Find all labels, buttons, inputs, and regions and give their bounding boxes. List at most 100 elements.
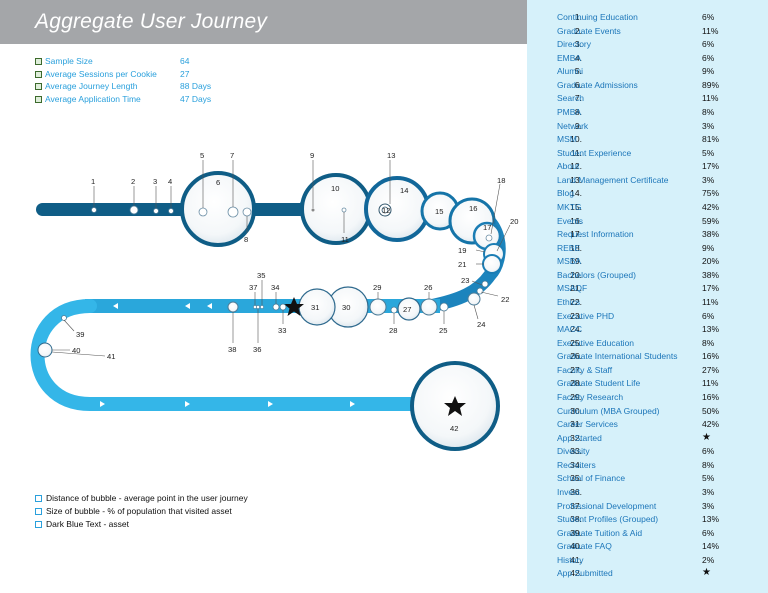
bubble-label: 35 [257,271,265,280]
bubble-label: 34 [271,283,279,292]
asset-name: Diversity [557,446,590,457]
bubble-label: 29 [373,283,381,292]
header-bar: Aggregate User Journey [0,0,527,44]
bubble-label: 4 [168,177,172,186]
asset-percent: 27% [702,364,720,375]
bubble-40 [37,342,53,358]
asset-name: Invest [557,486,580,497]
bubble-label: 28 [389,326,397,335]
asset-percent: 38% [702,229,720,240]
asset-name: Career Services [557,419,618,430]
asset-number: 6. [574,79,582,90]
arrow-right-icon [100,401,105,407]
asset-name: REBE [557,242,581,253]
asset-number: 29. [570,391,582,402]
asset-number: 31. [570,419,582,430]
asset-percent: 8% [702,459,715,470]
asset-percent: 8% [702,337,715,348]
bubble-39 [61,315,67,321]
asset-row: 38.Student Profiles (Grouped)13% [527,514,768,527]
bubble-label: 9 [310,151,314,160]
asset-name: School of Finance [557,473,626,484]
asset-name: Graduate Events [557,25,621,36]
asset-percent: 75% [702,188,720,199]
square-bullet-icon [35,495,42,502]
asset-row: 42.App Submitted★ [527,568,768,581]
asset-number: 41. [570,554,582,565]
bubble-42 [410,361,500,451]
square-bullet-icon [35,58,42,65]
asset-percent: 6% [702,527,715,538]
bubble-label: 12 [382,206,390,215]
asset-percent: 3% [702,500,715,511]
asset-number: 14. [570,188,582,199]
asset-row: 5.Alumni 9% [527,66,768,79]
asset-percent: 2% [702,554,715,565]
bubble-small-1-4 [91,205,174,215]
bubble-label: 8 [244,235,248,244]
asset-percent: 3% [702,174,715,185]
star-icon [444,396,466,416]
asset-percent: 16% [702,391,720,402]
asset-number: 5. [574,66,582,77]
bubble-6 [180,171,256,247]
asset-percent: 13% [702,514,720,525]
asset-percent: 81% [702,134,720,145]
bubble-label: 11 [341,235,349,244]
bubble-label: 7 [230,151,234,160]
asset-name: Graduate Student Life [557,378,641,389]
asset-number: 26. [570,351,582,362]
asset-row: 23.Executive PHD 6% [527,311,768,324]
asset-name: Request Information [557,229,634,240]
bubble-label: 33 [278,326,286,335]
asset-number: 40. [570,541,582,552]
asset-percent: 6% [702,310,715,321]
asset-name: Student Experience [557,147,632,158]
asset-name: Alumni [557,66,583,77]
stat-value: 27 [180,68,190,79]
asset-name: Graduate International Students [557,351,678,362]
asset-percent: 50% [702,405,720,416]
bubble-label: 2 [131,177,135,186]
bubble-label: 30 [342,303,350,312]
asset-name: Network [557,120,589,131]
asset-number: 19. [570,256,582,267]
asset-name: EMBA [557,52,582,63]
page-title: Aggregate User Journey [35,10,268,33]
bubble-label: 38 [228,345,236,354]
bubble-label: 27 [403,305,411,314]
asset-percent: 9% [702,66,715,77]
asset-number: 20. [570,269,582,280]
arrow-left-icon [185,303,190,309]
asset-percent: 9% [702,242,715,253]
asset-number: 33. [570,446,582,457]
asset-name: Graduate Tuition & Aid [557,527,643,538]
bubble-28 [390,306,398,314]
asset-percent: 6% [702,446,715,457]
asset-percent: 38% [702,269,720,280]
arrow-left-icon [113,303,118,309]
asset-percent: 3% [702,486,715,497]
asset-number: 23. [570,310,582,321]
stat-value: 47 Days [180,93,212,104]
bubble-label: 25 [439,326,447,335]
asset-name: Executive PHD [557,310,615,321]
asset-number: 25. [570,337,582,348]
asset-row: 20.Bachelors (Grouped)38% [527,270,768,283]
asset-percent: 8% [702,106,715,117]
stat-label: Average Application Time [45,93,141,104]
asset-percent: 20% [702,256,720,267]
asset-number: 9. [574,120,582,131]
